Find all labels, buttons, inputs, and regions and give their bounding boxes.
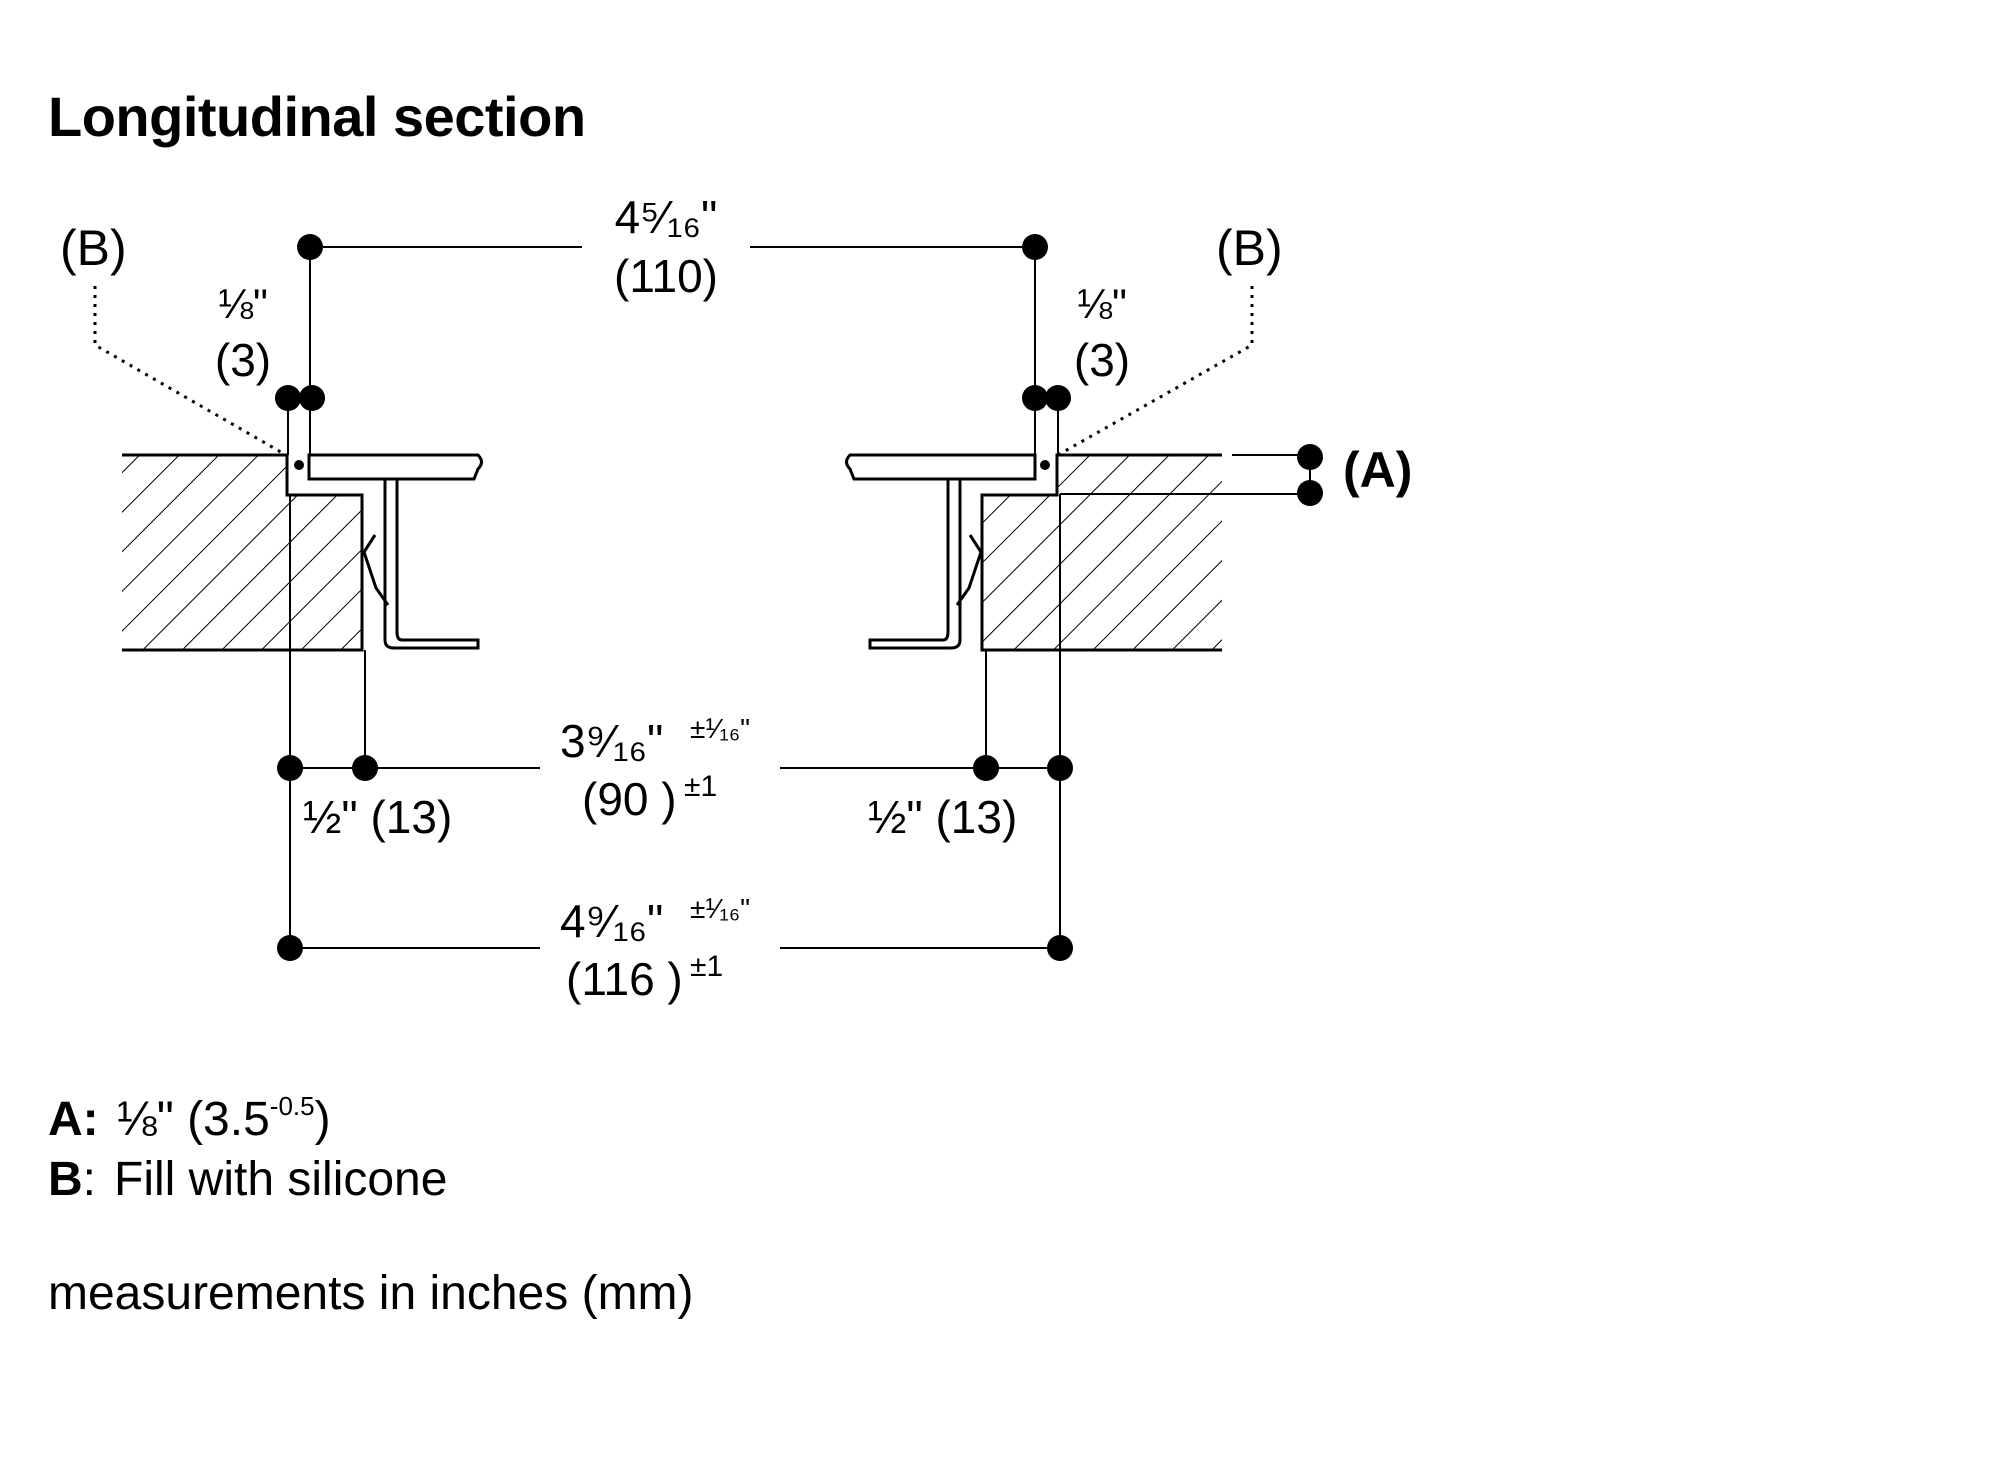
dim-overall-inch: 4⁹⁄₁₆" [560, 895, 663, 947]
label-b-left: (B) [60, 220, 127, 276]
legend-key-b-colon: : [82, 1153, 97, 1206]
legend-value-a-close: ) [314, 1093, 331, 1146]
dimension-endpoints [275, 234, 1323, 961]
dim-dot [1022, 234, 1048, 260]
legend-row-b: B: Fill with silicone [48, 1150, 447, 1210]
dim-gap-right-mm: (3) [1074, 334, 1130, 386]
silicone-gap-left [294, 460, 304, 470]
dim-dot [275, 385, 301, 411]
page-title: Longitudinal section [48, 85, 586, 148]
dim-overall-mm: (116 ) [566, 953, 683, 1005]
right-appliance-profile [845, 453, 1037, 650]
dim-dot [299, 385, 325, 411]
dim-dot [1297, 444, 1323, 470]
dim-dot [297, 234, 323, 260]
dim-top-width-mm: (110) [614, 250, 718, 302]
dim-dot [1047, 935, 1073, 961]
legend-row-a: A: ⅛" (3.5-0.5) [48, 1090, 447, 1150]
dim-flange-right: ½" (13) [868, 791, 1017, 843]
dim-cutout-mm: (90 ) [582, 773, 677, 825]
legend-value-a-tolerance: -0.5 [269, 1091, 315, 1121]
dim-dot [277, 935, 303, 961]
label-b-right: (B) [1216, 220, 1283, 276]
dim-flange-left: ½" (13) [303, 791, 452, 843]
b-leader-lines [93, 286, 1254, 457]
dim-dot [973, 755, 999, 781]
legend: A: ⅛" (3.5-0.5) B: Fill with silicone [48, 1090, 447, 1210]
legend-key-b: B [48, 1153, 83, 1206]
legend-value-a: ⅛" (3.5 [116, 1093, 270, 1146]
dim-dot [277, 755, 303, 781]
legend-value-b: Fill with silicone [114, 1153, 448, 1206]
label-a: (A) [1343, 442, 1412, 498]
dim-gap-right-inch: ⅛" [1077, 280, 1127, 327]
right-countertop [980, 453, 1222, 652]
dim-top-width-inch: 4⁵⁄₁₆" [615, 191, 718, 243]
silicone-gap-right [1040, 460, 1050, 470]
left-appliance-profile [307, 453, 483, 650]
legend-key-a: A: [48, 1093, 99, 1146]
dim-gap-left-inch: ⅛" [218, 280, 268, 327]
dim-dot [352, 755, 378, 781]
left-countertop [122, 453, 364, 652]
dim-dot [1022, 385, 1048, 411]
units-note: measurements in inches (mm) [48, 1267, 694, 1320]
dim-dot [1297, 480, 1323, 506]
dim-cutout-tol-inch: ±¹⁄₁₆" [690, 713, 750, 744]
dim-overall-tol-mm: ±1 [690, 950, 723, 983]
dim-dot [1047, 755, 1073, 781]
dim-cutout-inch: 3⁹⁄₁₆" [560, 715, 663, 767]
dim-overall-tol-inch: ±¹⁄₁₆" [690, 893, 750, 924]
dim-dot [1045, 385, 1071, 411]
dimension-lines [287, 246, 1311, 950]
dim-cutout-tol-mm: ±1 [684, 770, 717, 803]
dim-gap-left-mm: (3) [215, 334, 271, 386]
